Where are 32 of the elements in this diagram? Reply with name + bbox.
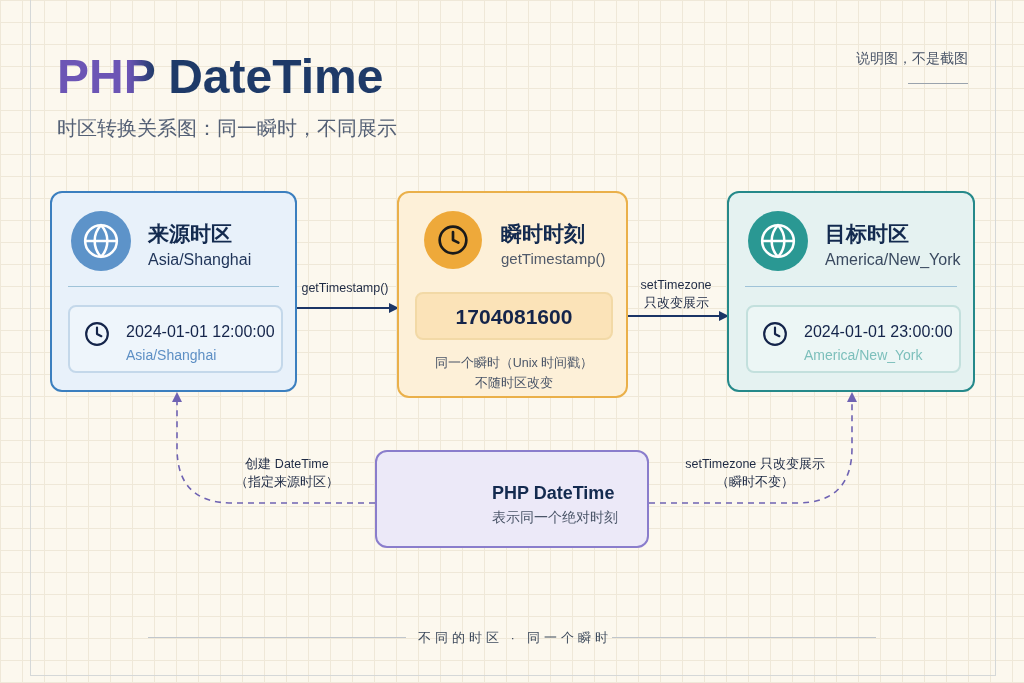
datetime-value: 2024-01-01 23:00:00	[804, 322, 953, 342]
timezone-name: America/New_York	[825, 250, 961, 270]
instant-card	[397, 191, 628, 398]
edge-label: getTimestamp()	[300, 280, 390, 297]
node-heading: 目标时区	[825, 221, 909, 247]
timestamp-card	[415, 292, 613, 340]
timezone-name: Asia/Shanghai	[148, 250, 252, 270]
note-text: 同一个瞬时（Unix 时间戳）不随时区改变	[433, 355, 595, 392]
datetime-value: 2024-01-01 12:00:00	[126, 322, 275, 342]
edge-label: setTimezone 只改变展示（瞬时不变）	[684, 456, 826, 491]
edge-label: 创建 DateTime（指定来源时区）	[235, 456, 339, 491]
method-name: getTimestamp()	[501, 249, 606, 269]
footer-text: 不同的时区 · 同一个瞬时	[418, 629, 612, 647]
time-card	[68, 305, 283, 373]
timezone-name: Asia/Shanghai	[126, 346, 217, 365]
node-heading: 来源时区	[148, 221, 232, 247]
arrow	[627, 311, 729, 321]
time-card	[746, 305, 961, 373]
arrow	[648, 392, 857, 504]
timezone-name: America/New_York	[804, 346, 923, 365]
node-heading: PHP DateTime	[492, 482, 615, 505]
class-card	[375, 450, 649, 548]
timezone-card	[50, 191, 297, 392]
timestamp-value: 1704081600	[454, 304, 574, 330]
edge-label: setTimezone 只改变展示	[639, 277, 713, 312]
arrow	[172, 392, 376, 504]
subtitle: 时区转换关系图：同一瞬时，不同展示	[57, 116, 397, 141]
node-heading: 瞬时时刻	[501, 221, 585, 247]
arrow	[296, 303, 399, 313]
timezone-card	[727, 191, 975, 392]
node-description: 表示同一个绝对时刻	[492, 508, 618, 527]
note-text: 说明图，不是截图	[856, 49, 968, 68]
